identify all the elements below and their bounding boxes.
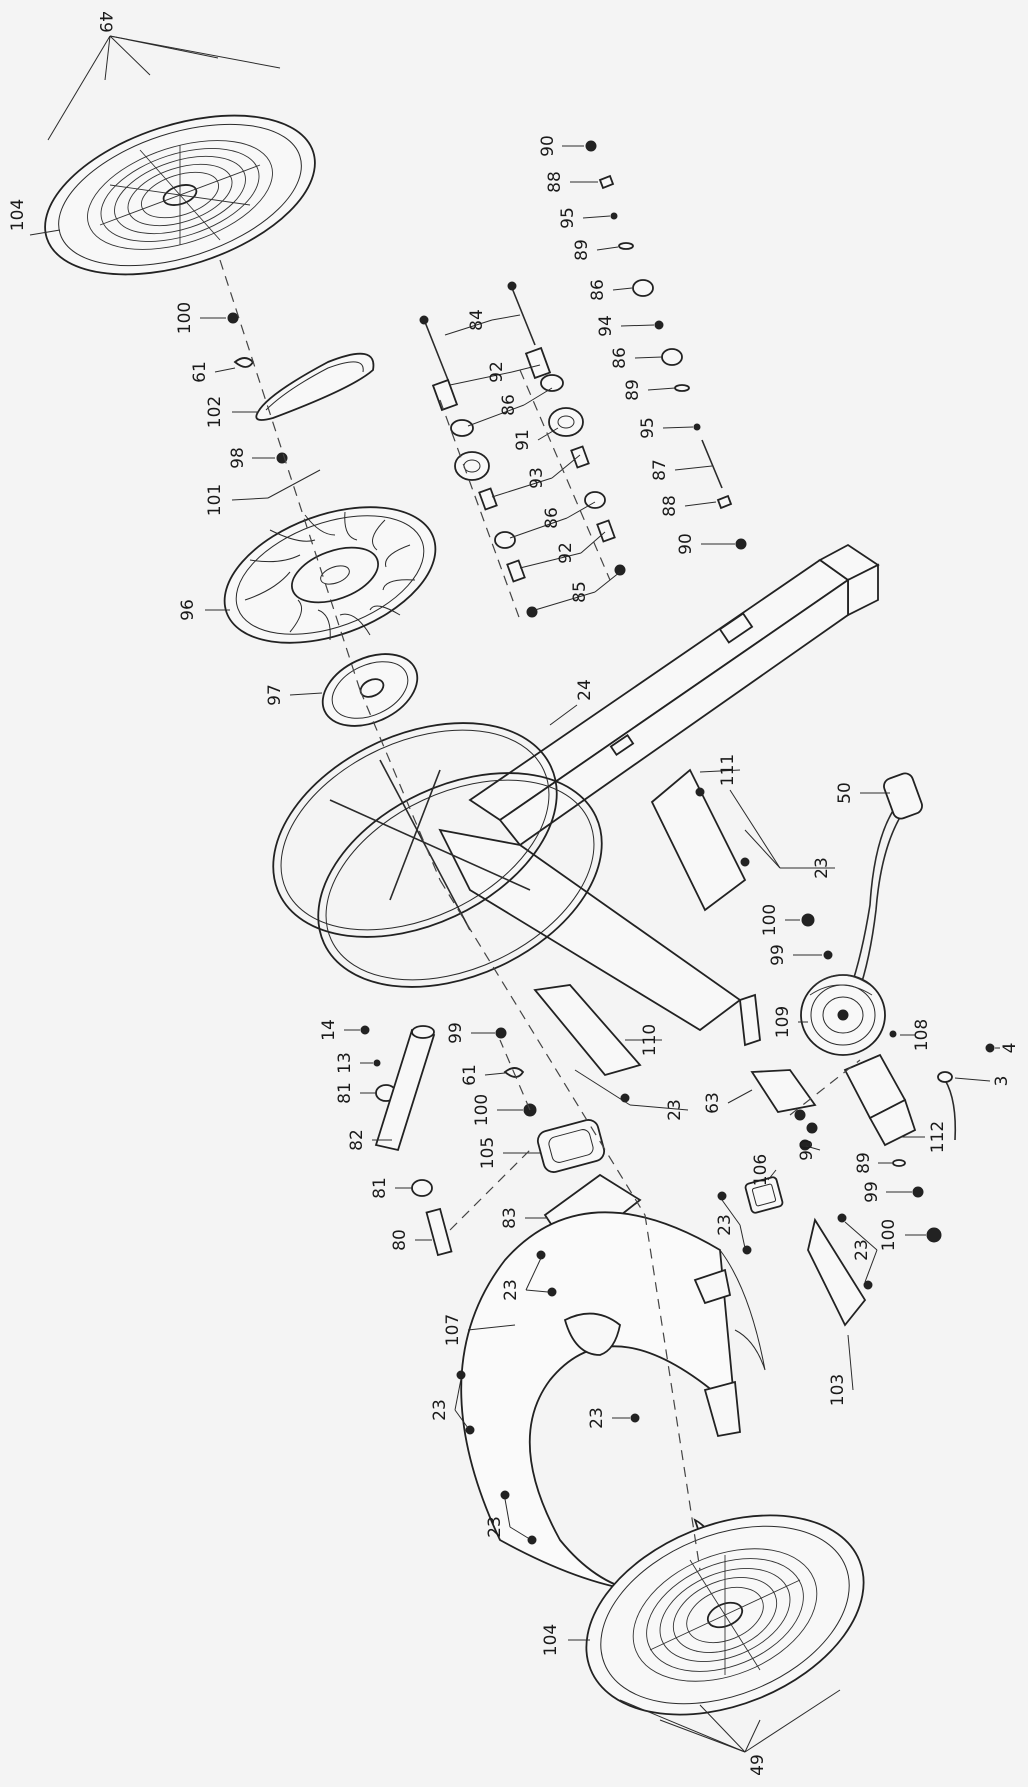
part-callout-90: 90 — [538, 135, 558, 157]
part-callout-23: 23 — [852, 1239, 872, 1261]
part-callout-23: 23 — [430, 1399, 450, 1421]
part-callout-89: 89 — [854, 1152, 874, 1174]
part-callout-61: 61 — [460, 1064, 480, 1086]
part-callout-94: 94 — [596, 315, 616, 337]
part-callout-86: 86 — [499, 394, 519, 416]
part-callout-80: 80 — [390, 1229, 410, 1251]
part-callout-83: 83 — [500, 1207, 520, 1229]
part-callout-90: 90 — [797, 1139, 817, 1161]
part-callout-86: 86 — [542, 507, 562, 529]
part-callout-88: 88 — [545, 171, 565, 193]
part-callout-89: 89 — [572, 239, 592, 261]
part-callout-3: 3 — [992, 1076, 1012, 1087]
callout-leaders-49-top — [47, 35, 281, 141]
part-callout-106: 106 — [751, 1154, 771, 1186]
bolts-23 — [456, 787, 873, 1545]
part-callout-88: 88 — [660, 495, 680, 517]
part-callout-110: 110 — [640, 1024, 660, 1056]
part-callout-23: 23 — [501, 1279, 521, 1301]
main-frame — [438, 543, 880, 1047]
fan-cover-top — [44, 114, 316, 276]
part-callout-91: 91 — [513, 429, 533, 451]
pulley — [321, 653, 419, 727]
part-callout-63: 63 — [703, 1092, 723, 1114]
part-callout-99: 99 — [862, 1181, 882, 1203]
part-callout-87: 87 — [650, 459, 670, 481]
part-callout-93: 93 — [527, 467, 547, 489]
part-callout-99: 99 — [768, 944, 788, 966]
part-callout-85: 85 — [570, 581, 590, 603]
part-callout-95: 95 — [638, 417, 658, 439]
part-callout-49: 49 — [95, 11, 115, 33]
bracket-63 — [750, 1069, 818, 1151]
part-callout-108: 108 — [912, 1019, 932, 1051]
part-callout-107: 107 — [443, 1314, 463, 1346]
part-callout-104: 104 — [8, 199, 28, 231]
panel-110 — [533, 984, 642, 1077]
part-callout-102: 102 — [205, 396, 225, 428]
part-callout-23: 23 — [587, 1407, 607, 1429]
part-callout-103: 103 — [828, 1374, 848, 1406]
leaders-23 — [454, 1199, 878, 1539]
panel-111 — [650, 768, 747, 912]
part-callout-4: 4 — [1000, 1043, 1020, 1054]
part-callout-92: 92 — [556, 542, 576, 564]
part-callout-23: 23 — [485, 1516, 505, 1538]
part-callout-104: 104 — [541, 1624, 561, 1656]
part-callout-61: 61 — [190, 361, 210, 383]
assembly-axis — [219, 259, 861, 1571]
part-callout-100: 100 — [472, 1094, 492, 1126]
handle-assembly — [360, 1025, 453, 1257]
leaders-axle-right — [562, 145, 735, 545]
part-callout-96: 96 — [178, 599, 198, 621]
part-callout-105: 105 — [478, 1137, 498, 1169]
plate-103 — [807, 1217, 867, 1327]
part-callout-23: 23 — [715, 1214, 735, 1236]
part-callout-112: 112 — [928, 1121, 948, 1153]
part-callout-99: 99 — [446, 1022, 466, 1044]
axle-assembly — [419, 281, 626, 618]
part-callout-111: 111 — [718, 754, 738, 786]
callout-leaders-49-bottom — [619, 1689, 841, 1753]
grommet-106 — [744, 1176, 784, 1214]
leaders-axle — [444, 314, 621, 611]
part-callout-97: 97 — [265, 684, 285, 706]
part-callout-100: 100 — [760, 904, 780, 936]
part-callout-82: 82 — [347, 1129, 367, 1151]
part-callout-109: 109 — [773, 1006, 793, 1038]
part-callout-81: 81 — [335, 1082, 355, 1104]
part-callout-23: 23 — [812, 857, 832, 879]
fan-wheel — [223, 506, 437, 644]
axle-column-right — [585, 140, 747, 550]
part-callout-86: 86 — [588, 279, 608, 301]
part-callout-100: 100 — [879, 1219, 899, 1251]
part-callout-50: 50 — [835, 782, 855, 804]
cable-and-motor — [800, 772, 923, 1056]
part-callout-13: 13 — [335, 1052, 355, 1074]
fan-cover-bottom — [585, 1514, 865, 1716]
part-callout-81: 81 — [370, 1177, 390, 1199]
part-callout-14: 14 — [319, 1019, 339, 1041]
part-callout-90: 90 — [676, 533, 696, 555]
part-callout-98: 98 — [228, 447, 248, 469]
part-callout-86: 86 — [610, 347, 630, 369]
part-callout-89: 89 — [623, 379, 643, 401]
part-callout-24: 24 — [575, 679, 595, 701]
grommet-105 — [536, 1119, 606, 1173]
part-callout-84: 84 — [467, 309, 487, 331]
part-callout-95: 95 — [558, 207, 578, 229]
part-callout-101: 101 — [205, 484, 225, 516]
part-callout-92: 92 — [487, 361, 507, 383]
part-callout-49: 49 — [748, 1754, 768, 1776]
part-callout-23: 23 — [665, 1099, 685, 1121]
shroud-107 — [460, 1211, 766, 1595]
frame-rings — [272, 722, 603, 988]
part-callout-100: 100 — [175, 302, 195, 334]
bracket-112 — [843, 1053, 917, 1147]
